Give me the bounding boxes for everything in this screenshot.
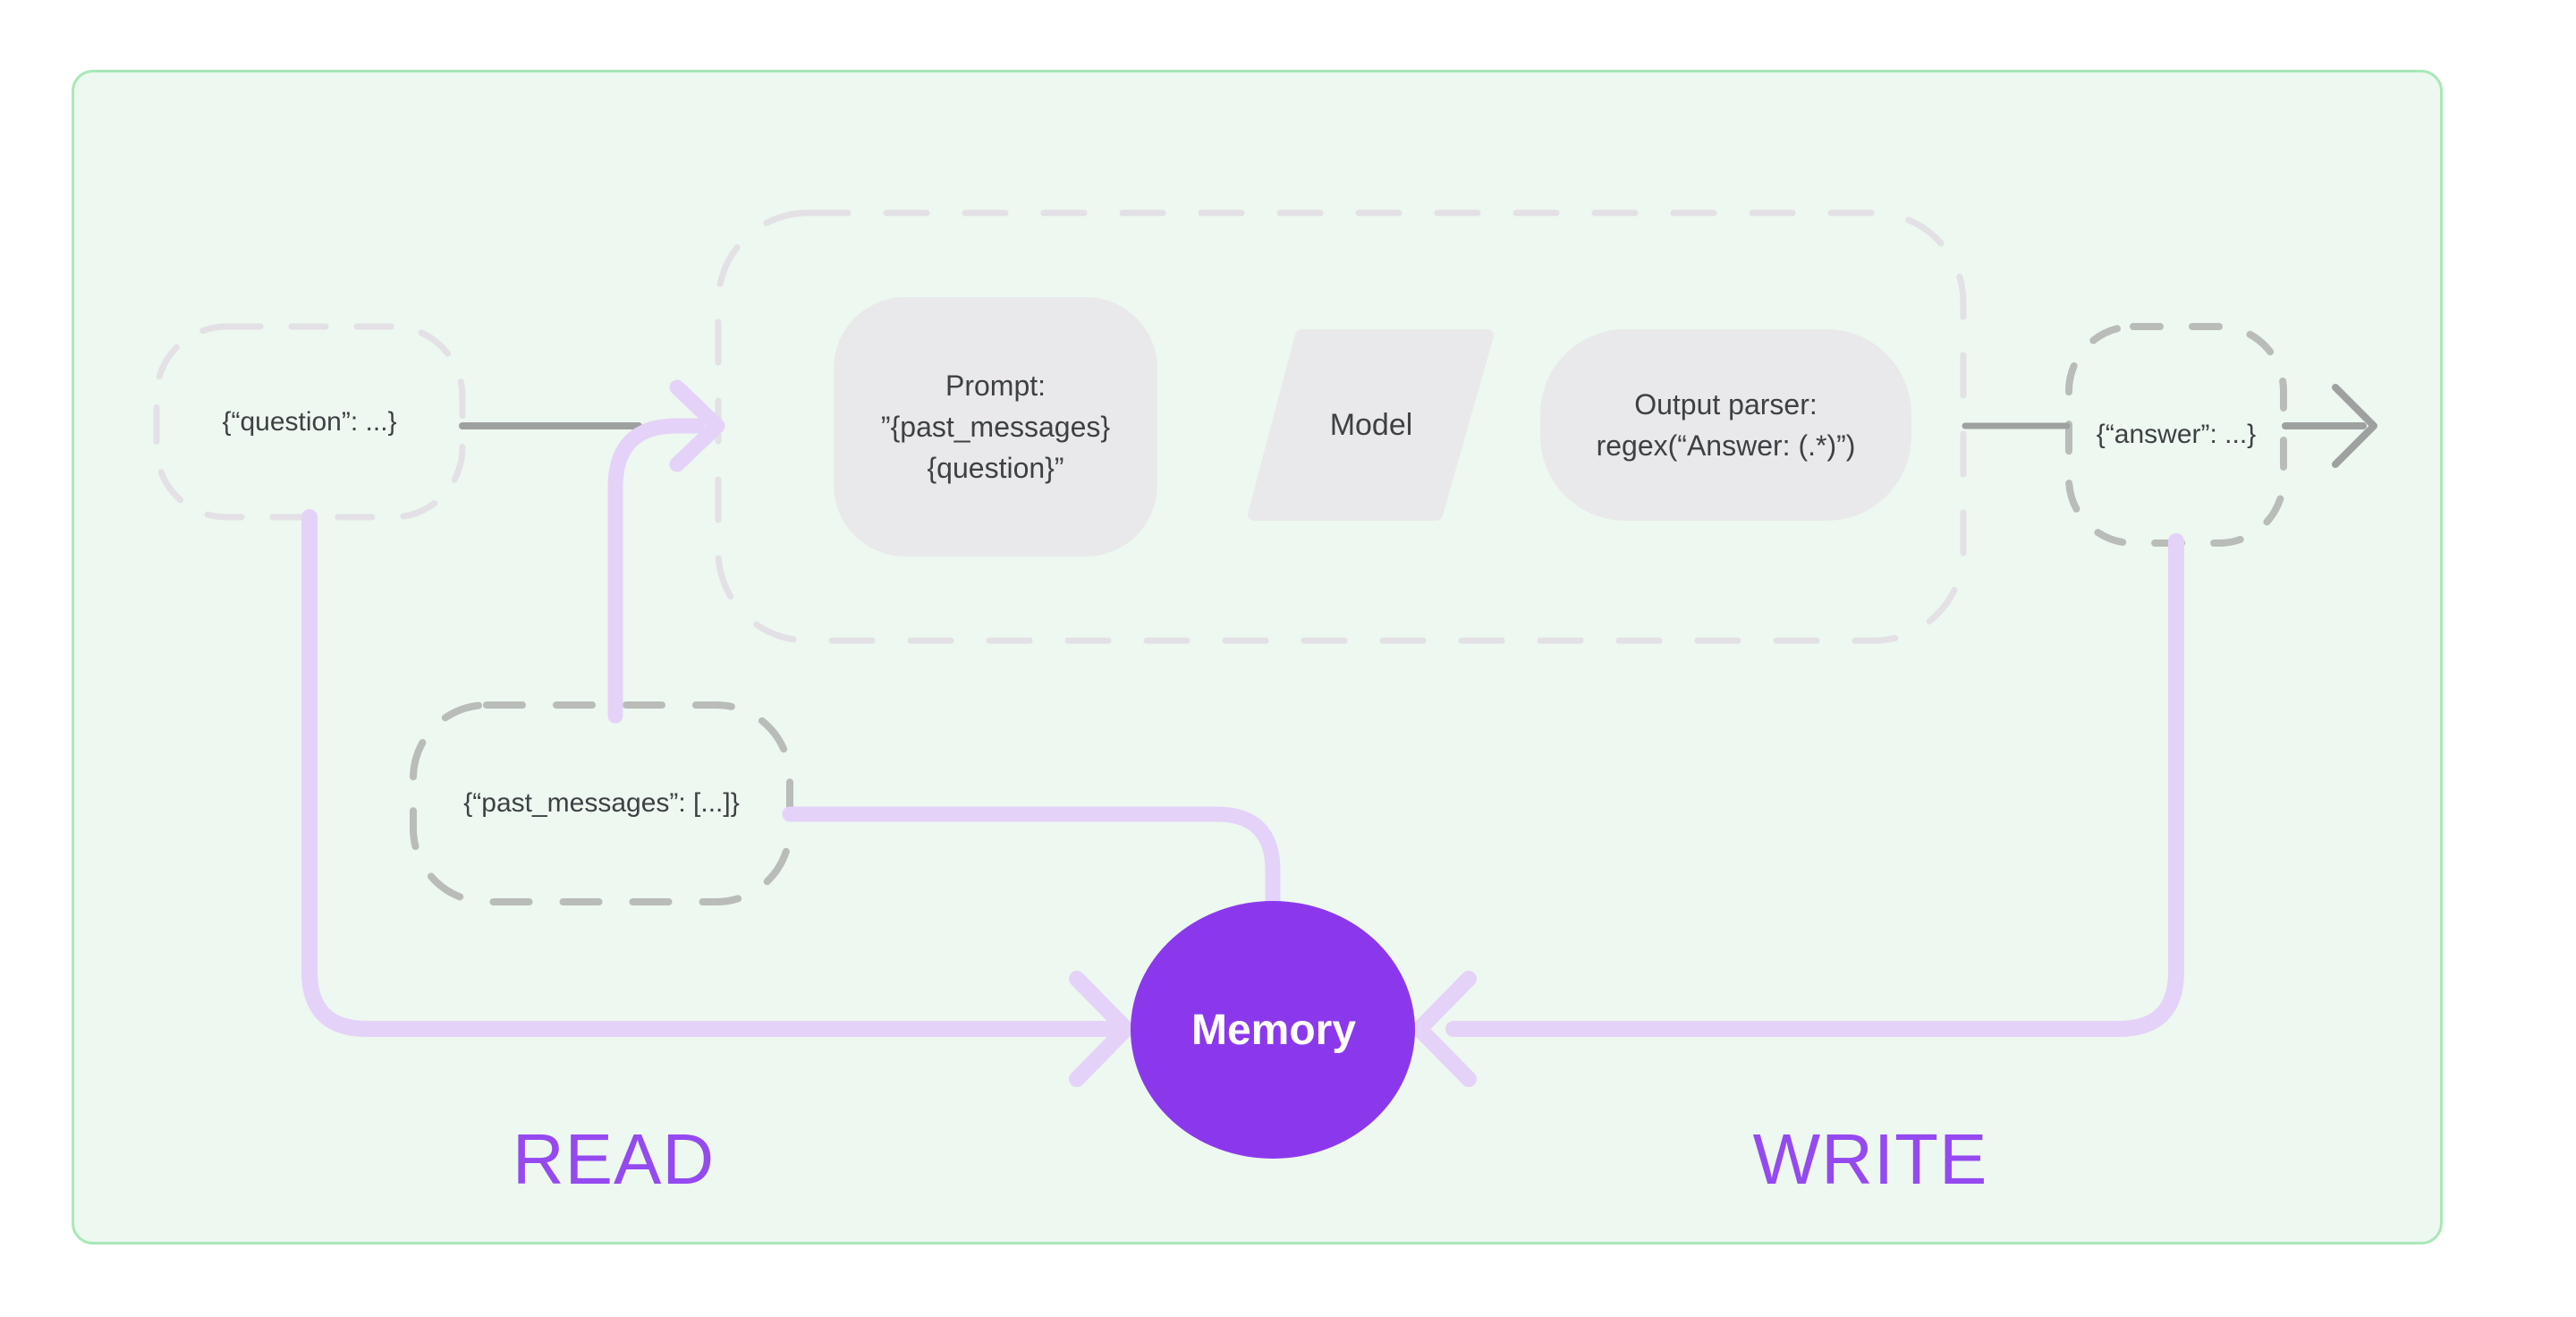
past-messages-to-chain-arrow-head — [669, 379, 725, 472]
model-node-label: Model — [1329, 407, 1413, 442]
past-messages-to-memory-line — [782, 806, 1281, 913]
answer-to-memory-arrow-shaft — [1445, 533, 2184, 1037]
past-messages-node — [410, 701, 793, 905]
output-parser-line-2: regex(“Answer: (.*)”) — [1596, 429, 1856, 462]
question-to-memory-arrow-shaft — [301, 509, 1115, 1037]
memory-node — [1131, 901, 1415, 1159]
model-node — [1248, 329, 1494, 521]
answer-node-label: {“answer”: ...} — [2096, 420, 2257, 449]
prompt-line-2: ”{past_messages} — [880, 411, 1111, 443]
question-node-label: {“question”: ...} — [222, 406, 397, 437]
read-label: READ — [512, 1119, 716, 1199]
answer-output-arrow-head — [2332, 384, 2377, 468]
prompt-node-label: Prompt: ”{past_messages} {question}” — [834, 297, 1157, 557]
memory-node-label: Memory — [1191, 1007, 1357, 1054]
prompt-node — [834, 297, 1157, 557]
question-to-memory-arrow-head — [1069, 971, 1134, 1087]
prompt-line-1: Prompt: — [945, 370, 1046, 402]
past-messages-node-label: {“past_messages”: [...]} — [463, 788, 740, 818]
output-parser-node-label: Output parser: regex(“Answer: (.*)”) — [1540, 329, 1911, 521]
answer-to-memory-arrow-head — [1411, 971, 1477, 1087]
output-parser-node — [1540, 329, 1911, 521]
past-messages-to-chain-arrow-shaft — [607, 418, 706, 724]
prompt-line-3: {question}” — [927, 452, 1064, 484]
output-parser-line-1: Output parser: — [1634, 388, 1818, 421]
write-label: WRITE — [1752, 1119, 1988, 1199]
